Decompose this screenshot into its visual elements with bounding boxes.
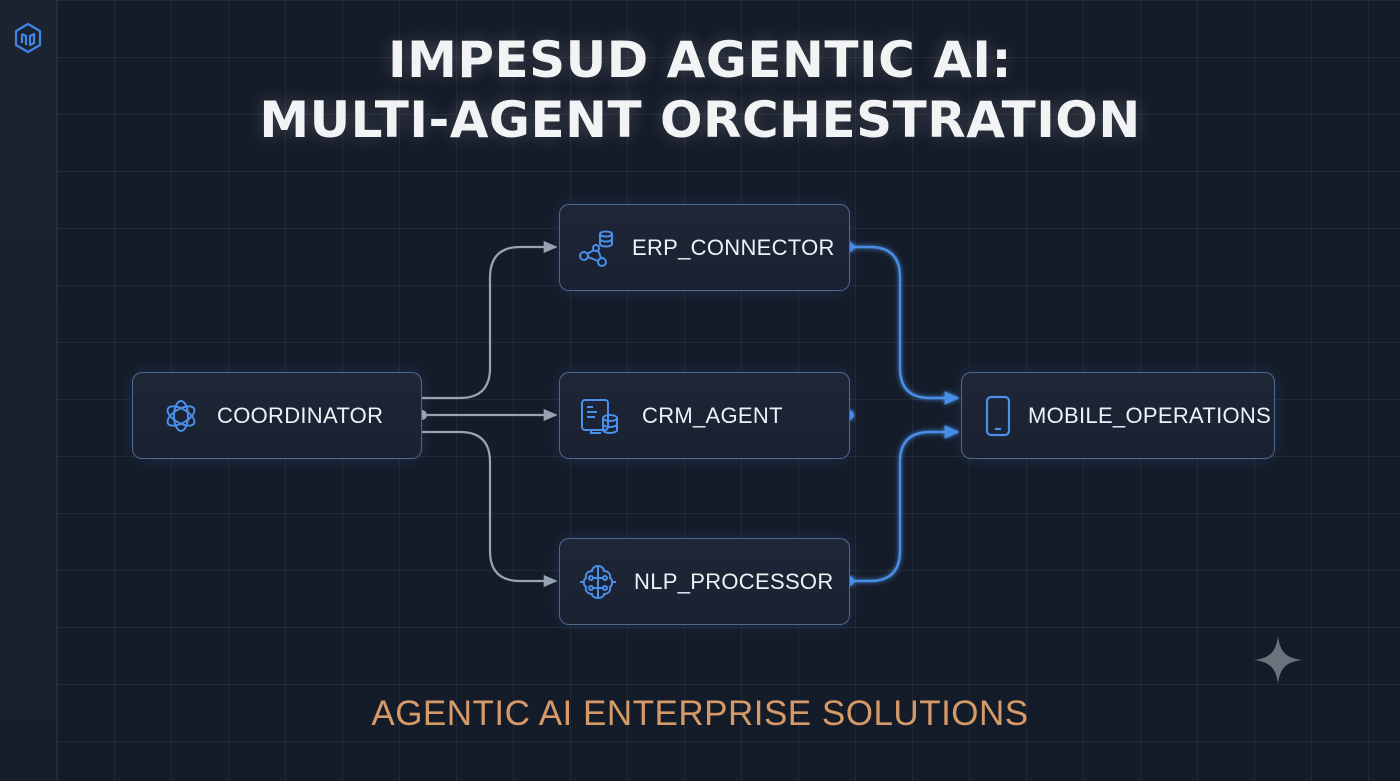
brain-circuit-icon <box>576 560 620 604</box>
node-crm-agent[interactable]: CRM_AGENT <box>559 372 850 459</box>
node-label: COORDINATOR <box>217 402 384 428</box>
smartphone-icon <box>976 394 1020 438</box>
node-label: ERP_CONNECTOR <box>632 234 835 260</box>
edge-nlp-mobile <box>850 425 960 583</box>
node-erp-connector[interactable]: ERP_CONNECTOR <box>559 204 850 291</box>
brand-logo-icon <box>14 22 42 54</box>
title-line-2: MULTI-AGENT ORCHESTRATION <box>259 91 1141 149</box>
title-line-1: IMPESUD AGENTIC AI: <box>387 31 1013 89</box>
node-label: MOBILE_OPERATIONS <box>1028 402 1272 428</box>
left-rail <box>0 0 57 781</box>
node-label: CRM_AGENT <box>642 402 783 428</box>
node-coordinator[interactable]: COORDINATOR <box>132 372 422 459</box>
edge-erp-mobile <box>850 245 960 405</box>
node-mobile-operations[interactable]: MOBILE_OPERATIONS <box>961 372 1275 459</box>
node-label: NLP_PROCESSOR <box>634 568 834 594</box>
edge-coordinator-erp <box>422 240 558 400</box>
footer-subtitle: AGENTIC AI ENTERPRISE SOLUTIONS <box>371 694 1029 733</box>
document-database-icon <box>578 394 622 438</box>
sparkle-icon <box>1254 636 1302 684</box>
database-network-icon <box>574 226 618 270</box>
node-nlp-processor[interactable]: NLP_PROCESSOR <box>559 538 850 625</box>
diagram-title: IMPESUD AGENTIC AI: MULTI-AGENT ORCHESTR… <box>0 30 1400 150</box>
openai-knot-icon <box>159 394 203 438</box>
edge-coordinator-nlp <box>422 430 558 588</box>
